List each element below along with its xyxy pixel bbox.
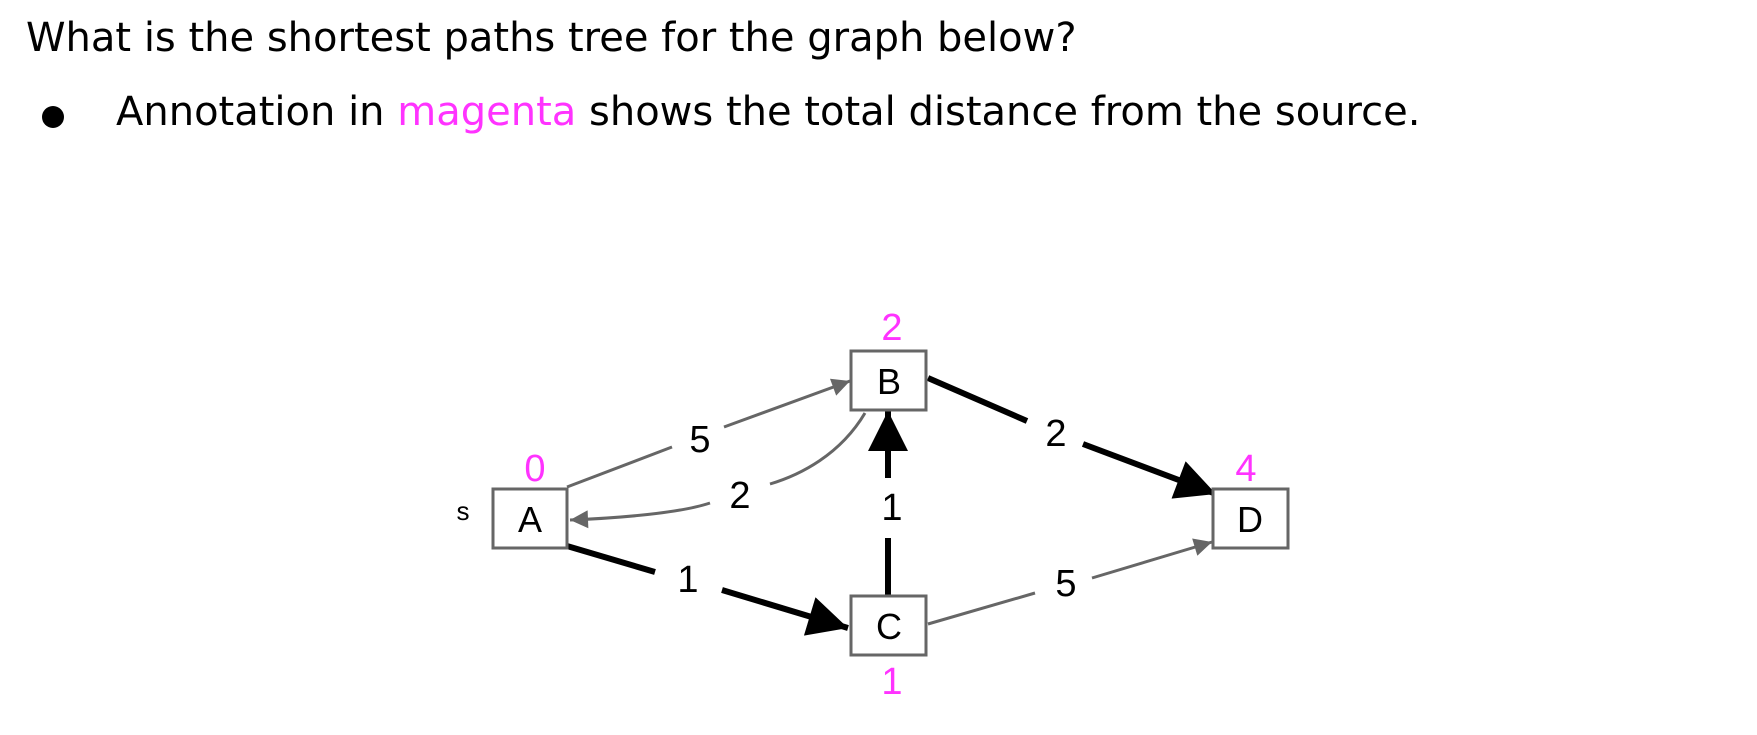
bullet-dot-icon [42,106,64,128]
question-text: What is the shortest paths tree for the … [26,15,1077,61]
node-d-label: D [1237,499,1263,540]
node-a-label: A [518,499,542,540]
node-b: B [849,349,928,412]
node-c-label: C [876,606,902,647]
edge-b-to-a: 2 [569,412,867,529]
edge-b-d-weight: 2 [1045,413,1066,455]
source-marker: s [457,496,470,526]
edge-c-b-weight: 1 [881,487,902,529]
edge-a-to-b: 5 [566,378,851,489]
edge-b-to-d: 2 [926,375,1218,499]
node-d: D [1211,487,1290,550]
bullet-highlight-word: magenta [397,89,577,135]
node-c: C [849,594,928,657]
node-b-label: B [877,361,901,402]
bullet-text-after: shows the total distance from the source… [589,89,1421,135]
edge-a-b-weight: 5 [689,419,710,461]
edge-a-to-c: 1 [566,543,849,636]
edge-a-c-weight: 1 [677,559,698,601]
edge-c-to-b: 1 [868,411,908,595]
edge-c-to-d: 5 [927,538,1213,626]
bullet-text: Annotation in magenta shows the total di… [116,88,1420,136]
node-d-distance: 4 [1235,448,1256,490]
node-a: A [491,487,569,550]
bullet-text-before: Annotation in [116,89,385,135]
node-c-distance: 1 [881,661,902,703]
edge-c-d-weight: 5 [1055,563,1076,605]
node-a-distance: 0 [524,448,545,490]
edge-b-a-weight: 2 [729,475,750,517]
node-b-distance: 2 [881,307,902,349]
